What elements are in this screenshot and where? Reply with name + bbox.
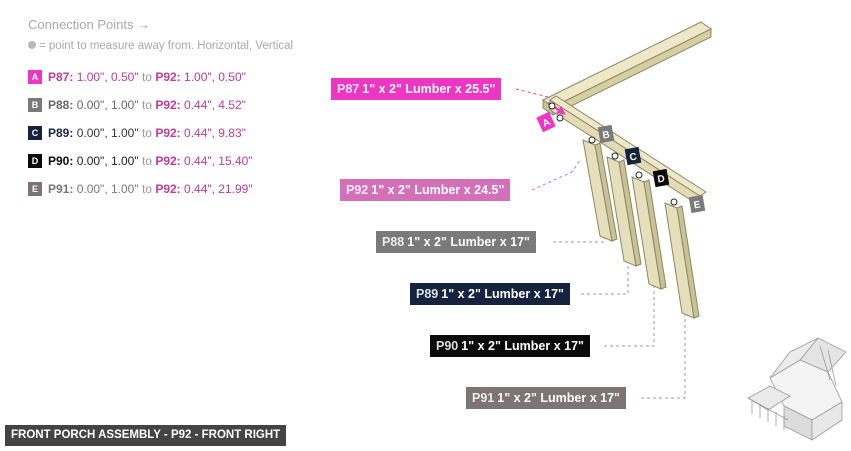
badge-a: A: [28, 70, 42, 84]
target-value: 0.44", 21.99": [184, 182, 253, 196]
connection-dots: [548, 102, 678, 206]
house-thumbnail-icon: [747, 337, 847, 441]
target-value: 0.44", 4.52": [184, 98, 246, 112]
part-code: P88: [382, 235, 405, 249]
target-part: P92:: [155, 154, 181, 168]
connection-row-e: E P91: 0.00", 1.00" to P92: 0.44", 21.99": [28, 182, 253, 198]
connection-row-b: B P88: 0.00", 1.00" to P92: 0.44", 4.52": [28, 98, 246, 114]
leader-p88: [553, 230, 605, 243]
from-value: 0.00", 1.00": [76, 154, 139, 168]
badge-b: B: [28, 98, 42, 112]
dot-a2: [556, 114, 564, 122]
from-part: P91:: [48, 182, 74, 196]
marker-e-label: E: [693, 199, 702, 211]
connection-row-c: C P89: 0.00", 1.00" to P92: 0.44", 9.83": [28, 126, 246, 142]
part-code: P91: [472, 391, 495, 405]
from-value: 0.00", 1.00": [76, 126, 139, 140]
leg-p89: [606, 156, 642, 267]
leg-p90: [631, 176, 667, 290]
leader-p92: [531, 159, 581, 191]
dot-a: [548, 102, 556, 110]
dot-icon: [28, 41, 36, 49]
marker-d-label: D: [657, 173, 666, 185]
from-value: 0.00", 1.00": [76, 98, 139, 112]
badge-e: E: [28, 182, 42, 196]
to-word: to: [141, 126, 152, 140]
part-desc: 1" x 2" Lumber x 17": [461, 339, 584, 353]
marker-c: C: [624, 146, 642, 166]
part-code: P92: [346, 183, 369, 197]
part-code: P87: [337, 82, 360, 96]
marker-e: E: [688, 194, 706, 214]
to-word: to: [141, 154, 152, 168]
target-value: 1.00", 0.50": [184, 70, 246, 84]
leader-p91: [641, 315, 686, 399]
from-part: P90:: [48, 154, 74, 168]
from-part: P89:: [48, 126, 74, 140]
leader-p90: [604, 285, 655, 347]
leader-p87: [515, 88, 549, 98]
target-part: P92:: [155, 98, 181, 112]
target-value: 0.44", 9.83": [184, 126, 246, 140]
dot-e: [670, 198, 678, 206]
dot-b: [588, 136, 596, 144]
badge-d: D: [28, 154, 42, 168]
connection-points-title: Connection Points →: [28, 17, 151, 32]
target-part: P92:: [155, 126, 181, 140]
from-value: 0.00", 1.00": [76, 182, 139, 196]
part-desc: 1" x 2" Lumber x 17": [441, 287, 564, 301]
marker-b-label: B: [602, 129, 611, 141]
part-code: P90: [436, 339, 459, 353]
marker-a-label: A: [541, 117, 552, 130]
target-part: P92:: [155, 70, 181, 84]
marker-a: A: [536, 111, 556, 133]
board-p87: [542, 21, 712, 116]
part-code: P89: [416, 287, 439, 301]
part-desc: 1" x 2" Lumber x 25.5": [362, 82, 496, 96]
leader-p89: [581, 262, 629, 295]
marker-d: D: [652, 168, 670, 188]
connection-row-a: A P87: 1.00", 0.50" to P92: 1.00", 0.50": [28, 70, 246, 86]
target-value: 0.44", 15.40": [184, 154, 253, 168]
to-word: to: [141, 70, 152, 84]
part-desc: 1" x 2" Lumber x 17": [497, 391, 620, 405]
part-desc: 1" x 2" Lumber x 24.5": [371, 183, 505, 197]
from-part: P88:: [48, 98, 74, 112]
to-word: to: [141, 182, 152, 196]
marker-b: B: [597, 124, 615, 144]
dot-d: [635, 171, 643, 179]
connection-points-legend: = point to measure away from. Horizontal…: [28, 40, 293, 52]
dot-c: [611, 152, 619, 160]
assembly-caption: FRONT PORCH ASSEMBLY - P92 - FRONT RIGHT: [5, 425, 287, 446]
marker-c-label: C: [629, 151, 638, 163]
from-part: P87:: [48, 70, 74, 84]
badge-c: C: [28, 126, 42, 140]
target-part: P92:: [155, 182, 181, 196]
connection-row-d: D P90: 0.00", 1.00" to P92: 0.44", 15.40": [28, 154, 253, 170]
leg-p91: [664, 202, 700, 319]
to-word: to: [141, 98, 152, 112]
part-desc: 1" x 2" Lumber x 17": [407, 235, 530, 249]
from-value: 1.00", 0.50": [76, 70, 139, 84]
legend-text: = point to measure away from. Horizontal…: [39, 40, 294, 52]
